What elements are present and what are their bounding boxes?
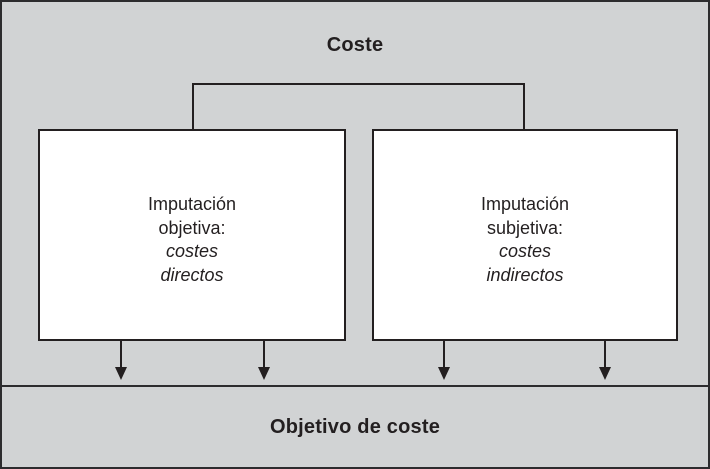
cost-objective-band: Objetivo de coste [2,387,708,467]
indirect-costs-line3: costes [498,241,552,261]
direct-costs-line3: costes [165,241,219,261]
down-arrow-icon-4 [599,341,611,380]
down-arrow-icon-2 [258,341,270,380]
indirect-costs-box: Imputación subjetiva: costes indirectos [372,129,678,341]
bracket-horizontal-line [192,83,525,85]
direct-costs-box: Imputación objetiva: costes directos [38,129,346,341]
direct-costs-line4: directos [160,264,224,285]
direct-costs-line2: objetiva: [158,217,226,238]
direct-costs-line1: Imputación [147,194,237,214]
indirect-costs-line1: Imputación [480,194,570,214]
bracket-left-vertical-line [192,83,194,129]
down-arrow-icon-1 [115,341,127,380]
indirect-costs-line4: indirectos [486,264,564,285]
footer-divider-line [2,385,708,387]
bracket-right-vertical-line [523,83,525,129]
indirect-costs-line2: subjetiva: [486,217,564,238]
cost-objective-label: Objetivo de coste [269,415,441,438]
down-arrow-icon-3 [438,341,450,380]
coste-title: Coste [326,34,384,56]
